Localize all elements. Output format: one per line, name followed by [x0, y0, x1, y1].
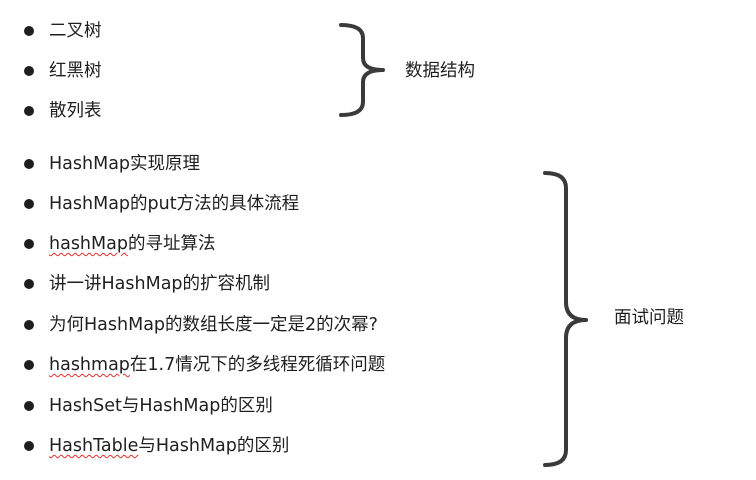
list-item-resize: 讲一讲HashMap的扩容机制 [24, 272, 270, 296]
list-item-label: hashmap在1.7情况下的多线程死循环问题 [49, 355, 386, 375]
list-item-power-of-two: 为何HashMap的数组长度一定是2的次幂? [24, 313, 378, 337]
bullet-icon [24, 320, 34, 330]
list-item-dead-loop: hashmap在1.7情况下的多线程死循环问题 [24, 353, 385, 377]
list-item-put-flow: HashMap的put方法的具体流程 [24, 192, 299, 216]
bullet-icon [24, 199, 34, 209]
list-item-binary-tree: 二叉树 [24, 19, 102, 43]
list-item-label: HashMap的put方法的具体流程 [49, 194, 300, 214]
list-item-hash-table: 散列表 [24, 99, 102, 123]
list-item-label: HashSet与HashMap的区别 [49, 396, 273, 416]
list-item-label: HashTable与HashMap的区别 [49, 436, 290, 456]
right-brace-icon [543, 171, 588, 467]
spellcheck-word: hashmap [49, 355, 130, 375]
spellcheck-word: hashMap [49, 234, 128, 254]
list-item-label: HashMap实现原理 [49, 154, 201, 174]
list-item-hashtable-vs-hashmap: HashTable与HashMap的区别 [24, 434, 289, 458]
list-item-label: 为何HashMap的数组长度一定是2的次幂? [49, 315, 378, 335]
list-item-label: 红黑树 [49, 61, 102, 81]
bullet-icon [24, 279, 34, 289]
group-label-interview-questions: 面试问题 [614, 308, 684, 328]
bullet-icon [24, 106, 34, 116]
bullet-icon [24, 159, 34, 169]
list-item-red-black-tree: 红黑树 [24, 59, 102, 83]
spellcheck-word: HashTable [49, 436, 139, 456]
list-item-hashmap-principle: HashMap实现原理 [24, 152, 200, 176]
list-item-label: 二叉树 [49, 21, 102, 41]
bullet-icon [24, 66, 34, 76]
bullet-icon [24, 360, 34, 370]
list-item-hashset-vs-hashmap: HashSet与HashMap的区别 [24, 394, 273, 418]
list-item-label: hashMap的寻址算法 [49, 234, 216, 254]
bullet-icon [24, 26, 34, 36]
list-item-label: 讲一讲HashMap的扩容机制 [49, 274, 271, 294]
list-item-label: 散列表 [49, 101, 102, 121]
bullet-icon [24, 239, 34, 249]
list-item-addressing: hashMap的寻址算法 [24, 232, 215, 256]
bullet-icon [24, 441, 34, 451]
group-label-data-structures: 数据结构 [405, 61, 475, 81]
right-brace-icon [339, 23, 385, 117]
bullet-icon [24, 401, 34, 411]
